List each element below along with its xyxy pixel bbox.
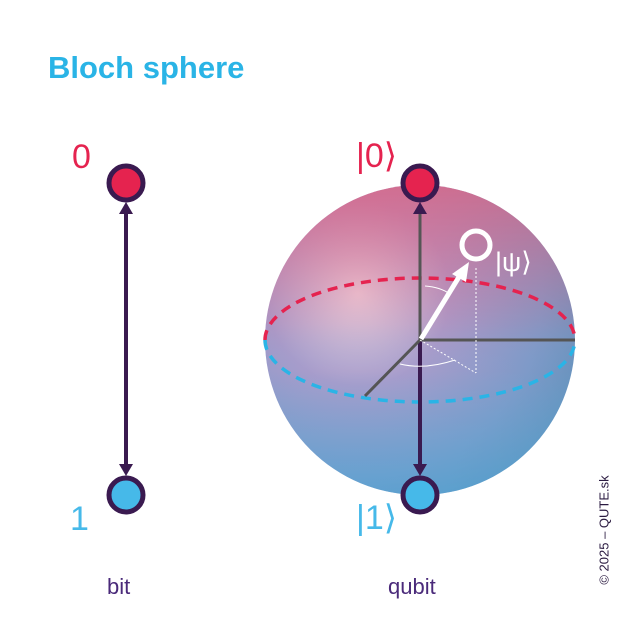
arrow-up-icon	[119, 202, 133, 214]
psi-dot	[459, 228, 493, 262]
arrow-up-icon	[413, 202, 427, 214]
bit-state-0-label: 0	[72, 138, 91, 176]
x-axis	[363, 338, 422, 398]
state-vector-arrowhead	[452, 262, 469, 282]
page-title: Bloch sphere	[48, 50, 245, 85]
qubit-state-0-label: |0⟩	[356, 137, 398, 175]
psi-label: |ψ⟩	[495, 247, 532, 277]
bit-state-0-dot	[106, 163, 146, 203]
state-vector	[418, 270, 465, 341]
qubit-caption: qubit	[388, 574, 436, 599]
bit-state-1-dot	[106, 475, 146, 515]
arrow-down-icon	[119, 464, 133, 476]
arrow-down-icon	[413, 464, 427, 476]
bloch-sphere	[263, 163, 577, 515]
qubit-state-1-dot	[400, 475, 440, 515]
qubit-state-0-dot	[400, 163, 440, 203]
copyright: © 2025 – QUTE.sk	[596, 475, 612, 585]
bit-state-1-label: 1	[70, 500, 89, 538]
qubit-state-1-label: |1⟩	[356, 499, 398, 537]
bit-caption: bit	[107, 574, 131, 599]
bit-diagram	[106, 163, 146, 515]
phi-arc	[399, 359, 456, 367]
